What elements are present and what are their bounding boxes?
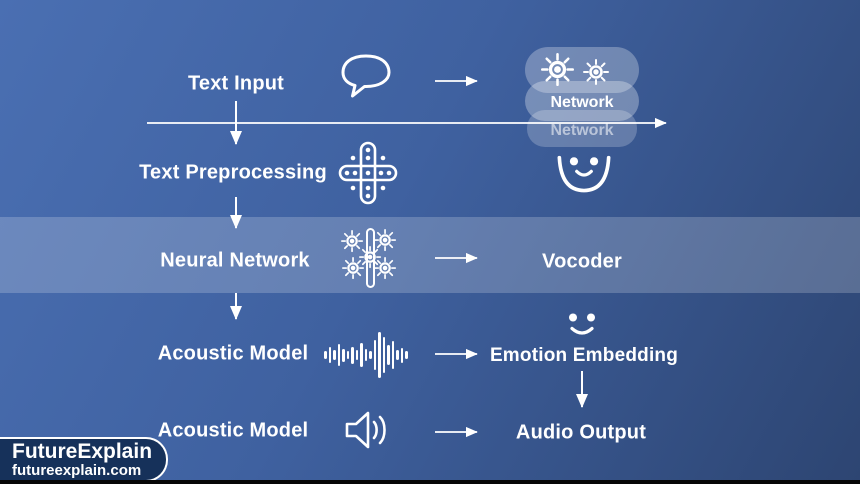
waveform-bar [378,332,381,378]
waveform-bar [324,351,327,359]
neural-network-label: Neural Network [160,249,310,272]
neuron-pair-pill [525,47,639,93]
waveform-bar [346,351,349,359]
network-pill-2: Network [527,110,637,147]
neural-network-icon [340,228,397,288]
waveform-bar [360,343,363,367]
waveform-icon [324,332,408,378]
site-badge-title: FutureExplain [12,440,153,463]
highlight-band [0,217,860,293]
acoustic-model-label-2: Acoustic Model [157,419,309,442]
text-preprocessing-label: Text Preprocessing [139,161,327,184]
waveform-bar [333,350,336,360]
waveform-bar [387,345,390,365]
waveform-bar [337,344,340,366]
network-label-2: Network [550,121,614,139]
smiley-face-icon [557,155,611,193]
waveform-bar [369,351,372,359]
site-badge-url: futureexplain.com [12,462,142,479]
waveform-bar [364,349,367,361]
network-label-1: Network [550,94,614,111]
text-input-label: Text Input [187,72,285,95]
waveform-bar [355,350,358,360]
site-badge: FutureExplain futureexplain.com [0,437,168,482]
waveform-bar [396,350,399,360]
waveform-bar [405,351,408,359]
acoustic-model-label-1: Acoustic Model [157,342,309,365]
text-preprocessing-cross-icon [338,141,398,205]
speaker-icon [345,411,386,449]
waveform-bar [351,346,354,364]
vocoder-label: Vocoder [542,250,622,273]
waveform-bar [373,340,376,370]
waveform-bar [382,337,385,373]
audio-output-label: Audio Output [515,421,647,444]
network-pill-stack: Network Network [525,47,639,148]
network-pill-1: Network [525,81,639,121]
waveform-bar [342,348,345,362]
waveform-bar [328,347,331,363]
emotion-embedding-label: Emotion Embedding [489,345,679,366]
speech-bubble-icon [341,54,391,98]
mini-smiley-icon [569,313,595,335]
letterbox-bar [0,480,860,484]
waveform-bar [391,341,394,369]
waveform-bar [400,347,403,363]
